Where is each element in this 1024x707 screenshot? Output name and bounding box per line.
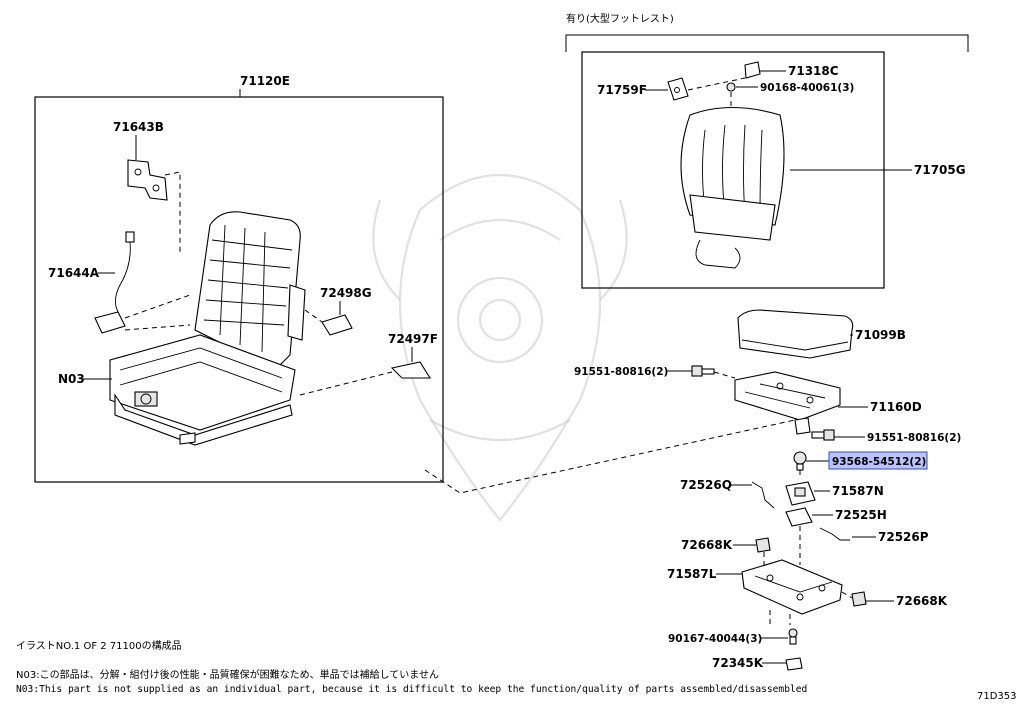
label-cover-b[interactable]: 72497F [388,332,438,346]
stopper-left-part [755,537,771,553]
seat-frame-part [109,211,306,446]
bolt-left-part [691,365,715,377]
dash-harness [124,294,191,319]
hinge-part [127,159,168,201]
screw-bottom-part [788,628,798,645]
top-bracket-part [744,61,761,79]
dash-side-bracket [687,77,746,91]
cover-b-part [390,361,431,379]
label-seat-frame-part[interactable]: N03 [58,372,85,386]
label-bracket-mid[interactable]: 71587N [832,484,884,498]
side-bracket-part [667,77,689,101]
dash-screw-bottom [769,610,791,625]
bracket-small-part [785,507,813,527]
wire-harness-part [94,231,135,334]
watermark-emblem [372,173,628,522]
label-top-bracket[interactable]: 71318C [788,64,839,78]
dash-stopper-right [841,591,853,599]
bracket-mid-part [785,481,816,506]
highlight-box [828,451,928,470]
rod-right-part [819,527,850,541]
dash-cover-b [299,371,393,396]
cushion-part [737,309,854,359]
label-stopper-right[interactable]: 72668K [896,594,948,608]
label-rod-left[interactable]: 72526Q [680,478,732,492]
screw-top-part [726,82,736,92]
screw-highlight-part [793,451,807,471]
group-caption: 有り(大型フットレスト) [566,12,674,25]
label-screw-bottom[interactable]: 90167-40044(3) [668,633,762,645]
label-clip[interactable]: 72345K [712,656,764,670]
rod-left-part [751,481,775,509]
illustration-note: イラストNO.1 OF 2 71100の構成品 [16,639,182,652]
clip-part [785,657,803,671]
label-footrest-pad[interactable]: 71705G [914,163,966,177]
cover-a-part [321,314,353,336]
label-side-bracket[interactable]: 71759F [597,83,647,97]
base-bracket-part [741,559,843,615]
note-jp: N03:この部品は、分解・組付け後の性能・品質確保が困難なため、単品では補給して… [16,668,439,681]
dash-bolt-left [713,371,736,379]
dash-cover-a [304,309,323,323]
seat-frame-group-box [34,96,444,483]
label-screw-highlight[interactable]: 93568-54512(2) [832,456,926,468]
figure-code: 71D353 [977,691,1017,702]
label-bracket-small[interactable]: 72525H [835,508,887,522]
dash-seat-to-plate [424,419,796,494]
label-screw-top[interactable]: 90168-40061(3) [760,82,854,94]
label-cover-a[interactable]: 72498G [320,286,372,300]
plate-part [734,371,841,435]
label-base-bracket[interactable]: 71587L [667,567,717,581]
label-rod-right[interactable]: 72526P [878,530,929,544]
label-hinge[interactable]: 71643B [113,120,164,134]
dash-hinge [164,171,181,255]
label-wire-harness[interactable]: 71644A [48,266,100,280]
note-en: N03:This part is not supplied as an indi… [16,684,807,695]
label-cushion[interactable]: 71099B [855,328,906,342]
label-stopper-left[interactable]: 72668K [681,538,733,552]
label-bolt-left[interactable]: 91551-80816(2) [574,366,668,378]
footrest-pad-part [680,106,785,269]
stopper-right-part [851,591,867,607]
label-bolt-right[interactable]: 91551-80816(2) [867,432,961,444]
bolt-right-part [811,429,835,441]
label-seat-frame-assy[interactable]: 71120E [240,74,290,88]
group-bracket-line [565,34,969,52]
label-plate[interactable]: 71160D [870,400,922,414]
dash-harness-2 [124,324,191,331]
